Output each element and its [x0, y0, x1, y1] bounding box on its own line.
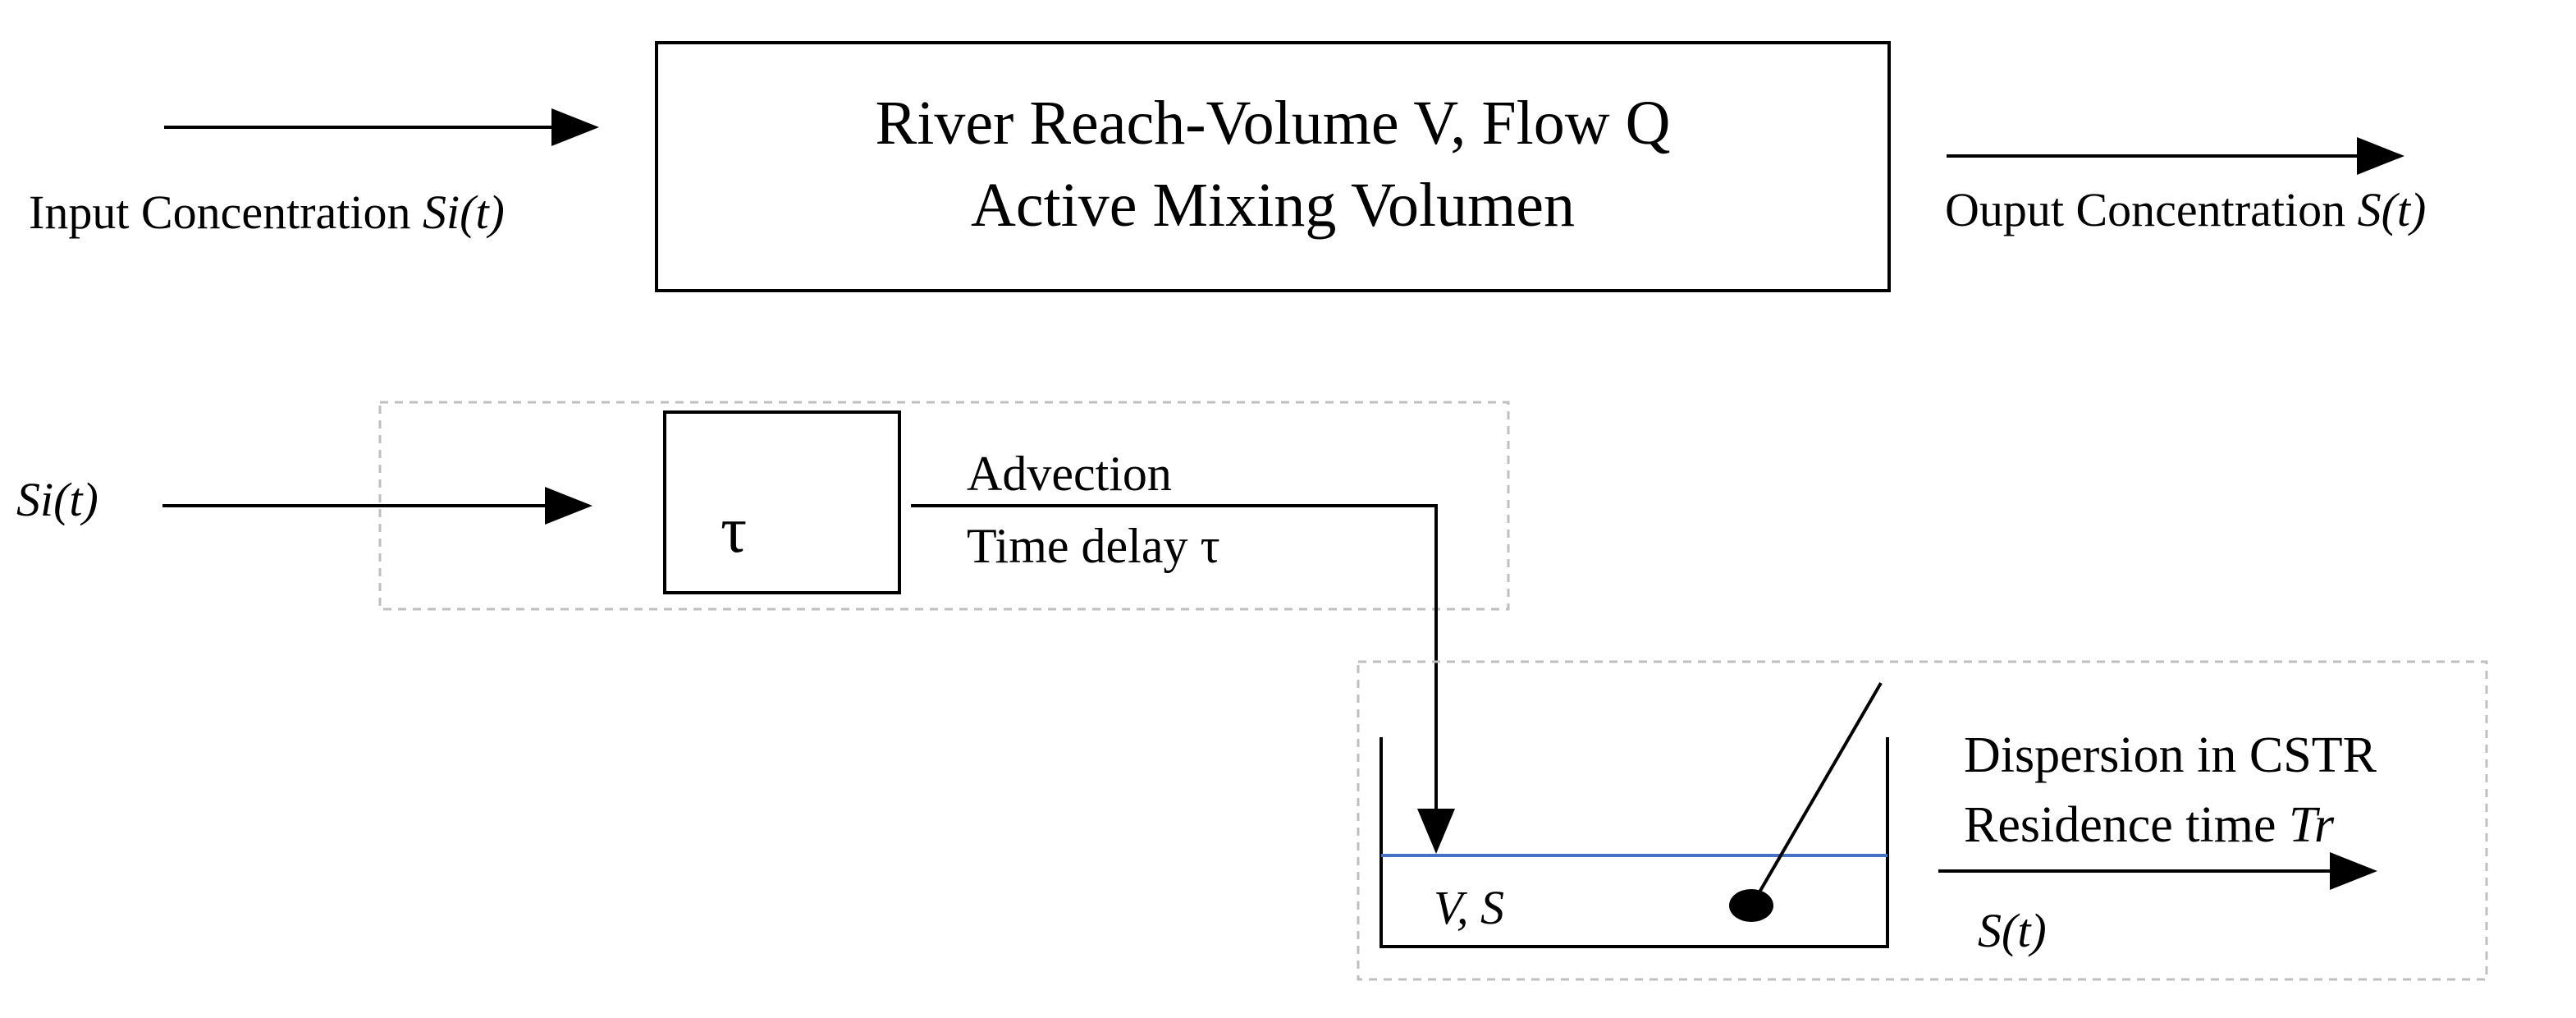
- stirrer-impeller: [1729, 889, 1773, 922]
- output-concentration-variable: S(t): [2358, 183, 2427, 236]
- residence-time-label-prefix: Residence time: [1964, 797, 2289, 853]
- input-concentration-variable: Si(t): [423, 186, 505, 239]
- cstr-stage-frame: [1357, 660, 2488, 981]
- output-concentration-label-prefix: Ouput Concentration: [1945, 183, 2358, 236]
- residence-time-label: Residence time Tr: [1964, 797, 2335, 853]
- input-concentration-label: Input Concentration Si(t): [29, 186, 505, 239]
- advection-stage-frame: [378, 401, 1510, 611]
- advection-label: Advection: [967, 447, 1172, 501]
- output-arrow: [1947, 137, 2404, 175]
- cstr-output-variable: S(t): [1978, 904, 2047, 957]
- advection-to-cstr-connector: [911, 504, 1455, 854]
- cstr-output-arrow: [1938, 852, 2377, 890]
- river-reach-box: [655, 41, 1891, 292]
- tank-volume-label: V, S: [1434, 881, 1504, 934]
- time-delay-box: [663, 410, 901, 594]
- advection-input-variable: Si(t): [16, 473, 98, 526]
- output-concentration-label: Ouput Concentration S(t): [1945, 183, 2426, 236]
- input-arrow: [164, 108, 599, 146]
- residence-time-variable: Tr: [2289, 797, 2335, 853]
- advection-input-arrow: [162, 487, 593, 525]
- dispersion-label: Dispersion in CSTR: [1964, 727, 2377, 783]
- input-concentration-label-prefix: Input Concentration: [29, 186, 423, 239]
- time-delay-symbol: τ: [721, 494, 747, 566]
- stirrer-shaft: [1753, 681, 1883, 902]
- time-delay-label: Time delay τ: [967, 519, 1220, 573]
- cstr-tank: [1380, 737, 1889, 948]
- river-reach-box-line2: Active Mixing Volumen: [971, 171, 1575, 240]
- river-reach-box-line1: River Reach-Volume V, Flow Q: [876, 89, 1671, 158]
